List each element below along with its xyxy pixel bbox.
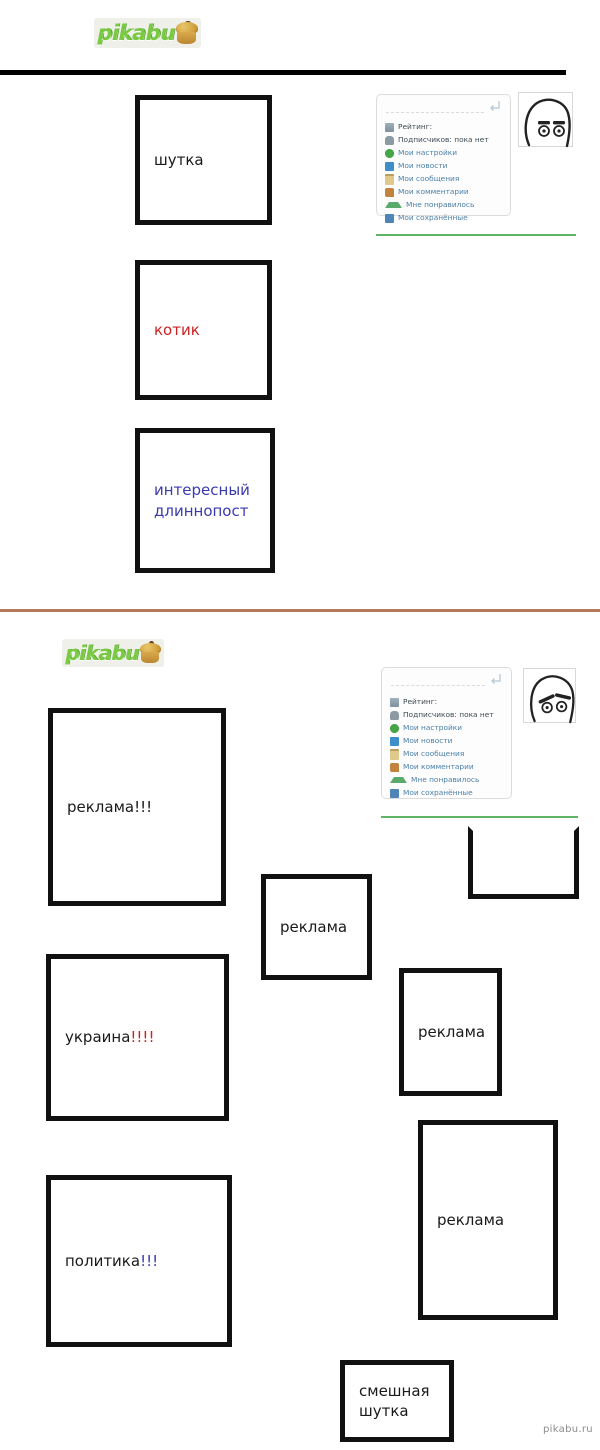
menu-item-subscribers[interactable]: Подписчиков: пока нет [385,134,504,146]
post-box-funny-joke-label: смешная шутка [359,1381,430,1420]
menu-item-settings[interactable]: Мои настройки [390,722,505,734]
user-icon [390,710,399,720]
ad-box-2-label: реклама [280,917,348,936]
widget-separator-bottom [391,685,485,686]
divider-top [0,70,566,75]
menu-item-messages-label: Мои сообщения [403,749,465,759]
muffin-icon-bottom [139,641,161,664]
menu-item-comments[interactable]: Мои комментарии [390,761,505,773]
ad-box-4-label: реклама [437,1210,505,1229]
menu-item-rating-label: Рейтинг: [403,697,438,707]
save-icon [390,788,399,798]
avatar-neutral[interactable] [518,92,573,148]
profile-widget-top: Рейтинг: Подписчиков: пока нет Мои настр… [376,94,511,223]
divider-panels [0,609,600,612]
pikabu-logo-text: pikabu [97,20,175,45]
menu-item-messages[interactable]: Мои сообщения [390,748,505,760]
post-box-cat-label: котик [154,320,200,339]
pikabu-logo-top[interactable]: pikabu [94,18,201,48]
menu-item-liked[interactable]: Мне понравилось [390,774,505,786]
muffin-icon [175,20,198,44]
topic-box-ukraine-suffix: !!!! [130,1028,155,1047]
topic-box-ukraine-label: украина!!!! [65,1027,154,1047]
menu-item-saved[interactable]: Мои сохранённые [385,212,504,224]
ad-box-1-label: реклама!!! [67,797,153,816]
ad-box-2[interactable]: реклама [261,874,372,980]
comment-icon [385,187,394,197]
menu-item-messages[interactable]: Мои сообщения [385,173,504,185]
gear-icon [385,148,394,158]
topic-box-ukraine[interactable]: украина!!!! [46,954,229,1121]
gear-icon [390,723,399,733]
pikabu-logo-bottom[interactable]: pikabu [62,639,164,667]
widget-accent-line-bottom [381,816,578,818]
post-box-cat[interactable]: котик [135,260,272,400]
menu-item-rating[interactable]: Рейтинг: [385,121,504,133]
menu-item-comments-label: Мои комментарии [398,187,469,197]
menu-item-rating-label: Рейтинг: [398,122,433,132]
menu-item-news-label: Мои новости [398,161,448,171]
topic-box-politics[interactable]: политика!!! [46,1175,232,1347]
post-box-longpost[interactable]: интересный длиннопост [135,428,275,573]
rage-face-sad-icon [529,675,575,724]
chart-icon [390,697,399,707]
menu-item-saved-label: Мои сохранённые [398,213,468,223]
mail-icon [390,748,399,760]
topic-box-politics-text: политика [65,1251,141,1270]
ad-box-1[interactable]: реклама!!! [48,708,226,906]
news-icon [385,161,394,171]
menu-item-liked-label: Мне понравилось [406,200,475,210]
widget-accent-line-top [376,234,576,236]
menu-item-saved-label: Мои сохранённые [403,788,473,798]
menu-item-subscribers-label: Подписчиков: пока нет [403,710,494,720]
menu-item-comments-label: Мои комментарии [403,762,474,772]
mail-icon [385,173,394,185]
profile-menu-bottom: Рейтинг: Подписчиков: пока нет Мои настр… [390,696,505,800]
save-icon [385,213,394,223]
profile-menu-top: Рейтинг: Подписчиков: пока нет Мои настр… [385,121,504,225]
like-icon [385,202,402,208]
menu-item-messages-label: Мои сообщения [398,174,460,184]
user-icon [385,135,394,145]
menu-item-news[interactable]: Мои новости [385,160,504,172]
post-box-longpost-label: интересный длиннопост [154,481,250,520]
rage-face-neutral-icon [524,98,571,148]
like-icon [390,777,407,783]
post-box-funny-joke[interactable]: смешная шутка [340,1360,454,1442]
comment-icon [390,762,399,772]
collapse-icon-bottom[interactable] [489,672,505,686]
ad-box-3-label: реклама [418,1022,486,1041]
menu-item-settings-label: Мои настройки [398,148,458,158]
menu-item-subscribers[interactable]: Подписчиков: пока нет [390,709,505,721]
ad-box-empty[interactable] [468,826,579,899]
widget-separator [386,112,484,113]
menu-item-news[interactable]: Мои новости [390,735,505,747]
topic-box-politics-label: политика!!! [65,1251,158,1271]
ad-box-3[interactable]: реклама [399,968,502,1096]
news-icon [390,736,399,746]
ad-box-4[interactable]: реклама [418,1120,558,1320]
pikabu-logo-text-bottom: pikabu [65,641,139,665]
avatar-sad[interactable] [523,668,576,724]
menu-item-comments[interactable]: Мои комментарии [385,186,504,198]
menu-item-liked-label: Мне понравилось [411,775,480,785]
post-box-joke-label: шутка [154,150,204,169]
menu-item-subscribers-label: Подписчиков: пока нет [398,135,489,145]
watermark: pikabu.ru [543,1424,593,1435]
menu-item-news-label: Мои новости [403,736,453,746]
chart-icon [385,122,394,132]
collapse-icon[interactable] [488,99,504,113]
profile-widget-bottom: Рейтинг: Подписчиков: пока нет Мои настр… [381,667,512,799]
menu-item-rating[interactable]: Рейтинг: [390,696,505,708]
menu-item-liked[interactable]: Мне понравилось [385,199,504,211]
menu-item-settings-label: Мои настройки [403,723,463,733]
menu-item-saved[interactable]: Мои сохранённые [390,787,505,799]
topic-box-politics-suffix: !!! [140,1251,159,1270]
menu-item-settings[interactable]: Мои настройки [385,147,504,159]
post-box-joke[interactable]: шутка [135,95,272,225]
topic-box-ukraine-text: украина [65,1028,131,1047]
